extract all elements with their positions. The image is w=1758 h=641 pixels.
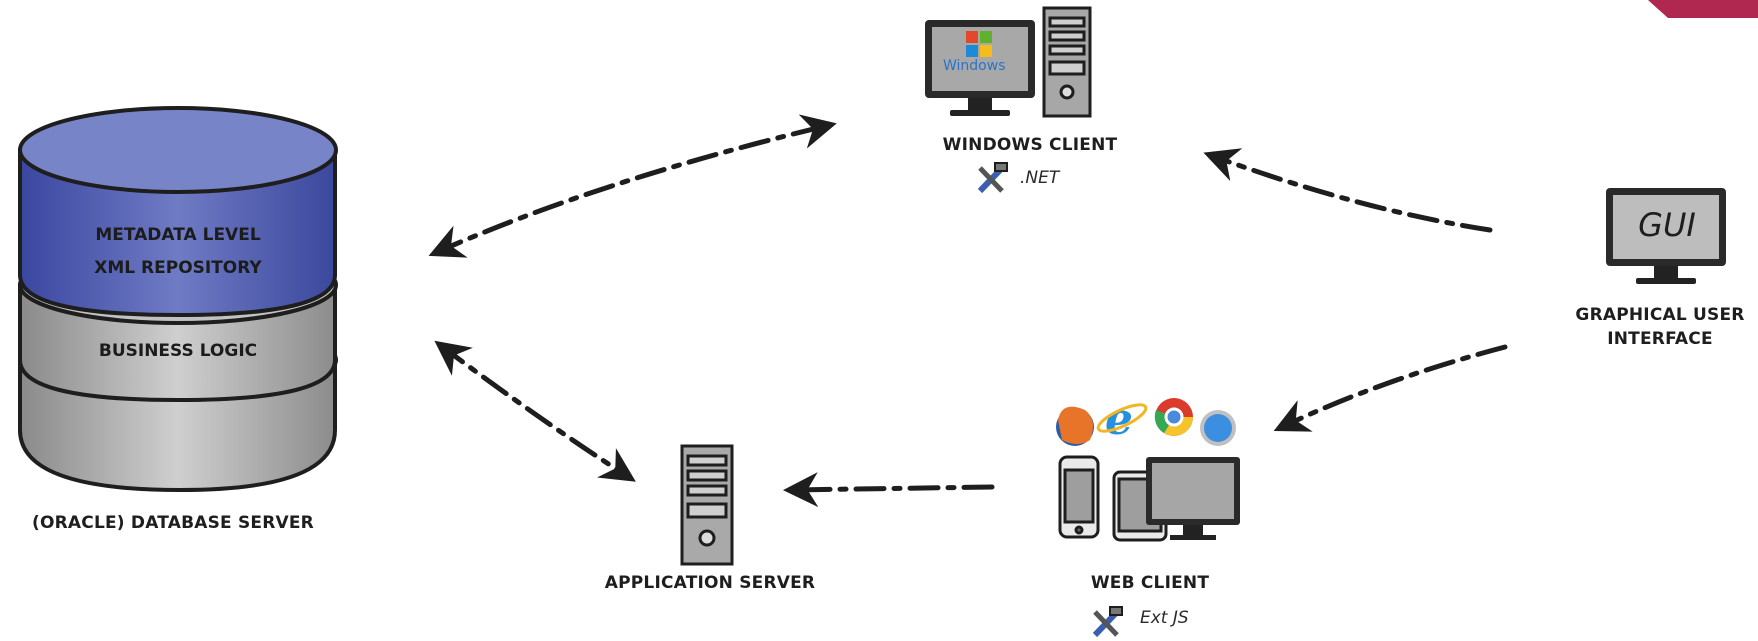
internet-explorer-icon: e	[1096, 394, 1148, 445]
windows-monitor-icon	[925, 20, 1035, 116]
safari-icon	[1200, 410, 1236, 446]
db-layer-metadata-label: METADATA LEVEL	[95, 225, 261, 245]
database-cylinder-icon	[18, 106, 338, 493]
corner-accent	[1648, 0, 1758, 18]
arrow-gui-windows	[1203, 148, 1493, 233]
arrow-gui-web	[1273, 344, 1508, 432]
firefox-icon	[1056, 406, 1094, 446]
tools-icon	[1092, 606, 1123, 638]
windows-client-tech: .NET	[1020, 168, 1060, 188]
db-layer-business-label: BUSINESS LOGIC	[98, 341, 258, 361]
gui-screen-text: GUI	[1638, 206, 1696, 244]
db-layer-xml-label: XML REPOSITORY	[94, 258, 262, 278]
application-server-caption: APPLICATION SERVER	[604, 573, 816, 593]
chrome-icon	[1154, 398, 1193, 436]
windows-screen-text: Windows	[943, 58, 1006, 74]
gui-caption-line1: GRAPHICAL USER	[1575, 305, 1745, 325]
application-server-icon	[680, 444, 734, 566]
gui-caption-line2: INTERFACE	[1607, 329, 1713, 349]
windows-tower-icon	[1042, 6, 1092, 118]
arrow-db-windows	[428, 114, 837, 258]
web-client-tech: Ext JS	[1140, 608, 1189, 628]
web-client-caption: WEB CLIENT	[1090, 573, 1210, 593]
phone-icon	[1058, 455, 1100, 539]
arrow-web-appserver	[783, 472, 995, 508]
database-caption: (ORACLE) DATABASE SERVER	[32, 513, 314, 533]
tools-icon	[977, 162, 1008, 194]
windows-client-caption: WINDOWS CLIENT	[942, 135, 1118, 155]
monitor-icon	[1146, 457, 1240, 540]
windows-logo-icon	[966, 31, 992, 57]
arrow-db-appserver	[434, 340, 636, 482]
svg-text:e: e	[1105, 394, 1133, 445]
gui-monitor-icon	[1606, 188, 1726, 284]
